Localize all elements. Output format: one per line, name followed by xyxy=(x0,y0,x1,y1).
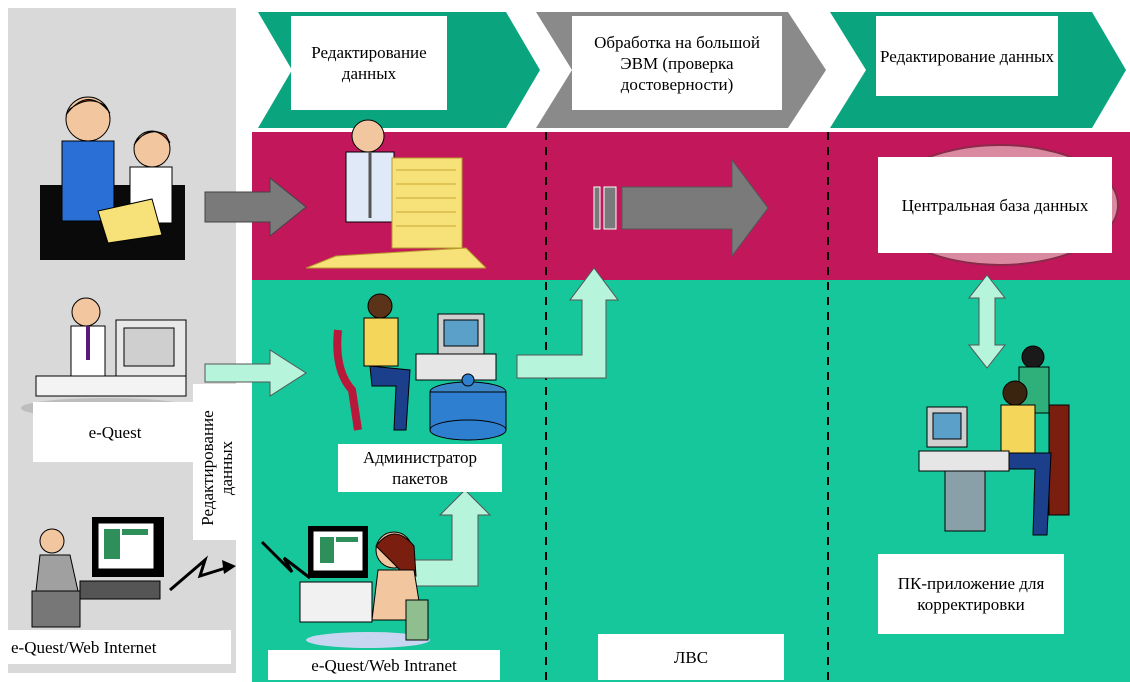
lightning-icon xyxy=(169,555,233,592)
vertical-edit-label: Редактирование данных xyxy=(198,410,236,526)
arrow-gray-right xyxy=(621,158,769,258)
web-user-icon xyxy=(31,517,164,628)
intranet-user-icon xyxy=(299,526,430,648)
vertical-edit-label-box xyxy=(193,384,243,540)
arrow-mint-up-intranet xyxy=(409,489,492,587)
web-intranet-label: e-Quest/Web Intranet xyxy=(268,650,500,680)
web-internet-label: e-Quest/Web Internet xyxy=(8,630,231,664)
arrow-gray-left xyxy=(204,176,307,238)
desk-worker-icon xyxy=(21,297,191,418)
people-reading-icon xyxy=(40,96,185,260)
lan-label: ЛВС xyxy=(598,634,784,680)
arrow-mint-left xyxy=(204,349,307,397)
stage-3-label: Редактирование данных xyxy=(876,16,1058,96)
batch-admin-label: Администратор пакетов xyxy=(338,444,502,492)
clerk-with-papers-icon xyxy=(306,119,486,269)
arrow-gray-stripe-2 xyxy=(603,186,617,230)
admin-at-computer-icon xyxy=(333,293,497,431)
two-workers-icon xyxy=(918,345,1070,536)
stage-2-label: Обработка на большой ЭВМ (проверка досто… xyxy=(572,16,782,110)
arrow-gray-stripe-1 xyxy=(593,186,601,230)
arrow-mint-double xyxy=(967,274,1007,369)
pc-app-label: ПК-приложение для корректировки xyxy=(878,554,1064,634)
arrow-mint-up-l xyxy=(516,267,619,379)
equest-label: e-Quest xyxy=(33,402,197,462)
lightning-icon-2 xyxy=(260,540,311,580)
stage-1-label: Редактирование данных xyxy=(291,16,447,110)
cooking-pot-icon xyxy=(429,373,507,441)
central-db-label: Центральная база данных xyxy=(878,157,1112,253)
